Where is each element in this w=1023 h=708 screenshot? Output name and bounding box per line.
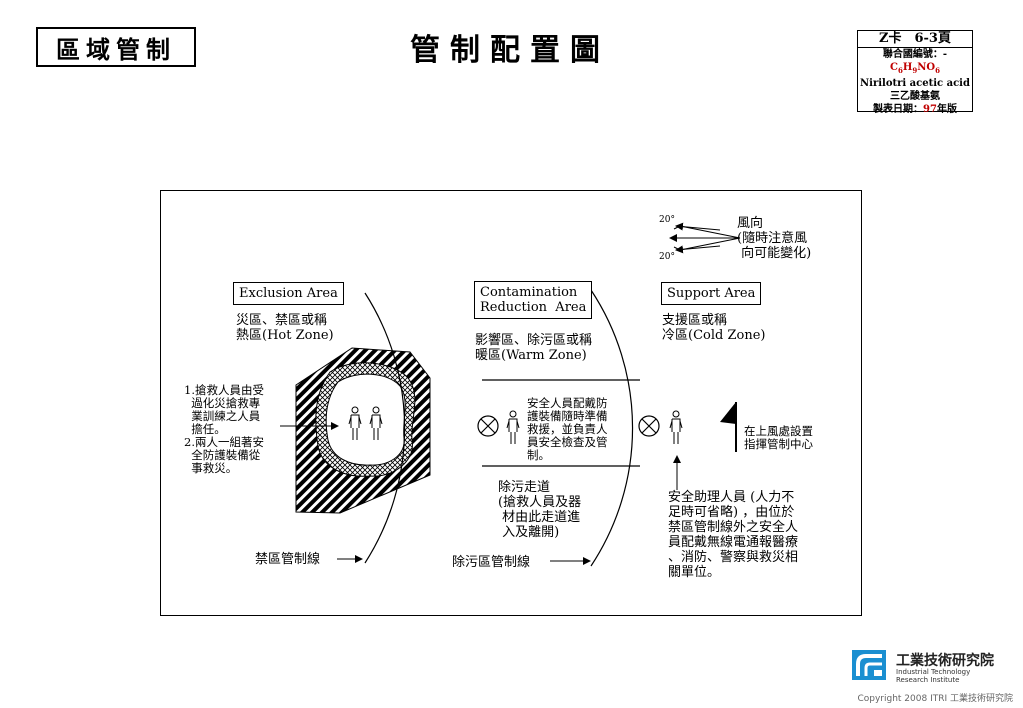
safety-note: 安全人員配戴防 護裝備隨時準備 救援，並負責人 員安全檢查及管 制。 [527,397,608,462]
wind-angle-top: 20° [659,214,675,227]
wind-arrows-icon [670,226,740,250]
org-name-en-1: Industrial Technology [896,668,970,676]
safety-person-icon [507,411,519,444]
support-area-desc: 支援區或稱 冷區(Cold Zone) [662,313,765,343]
assistant-person-icon [670,411,682,444]
hot-zone-core [326,374,405,465]
support-area-label: Support Area [661,282,761,305]
decon-line-label: 除污區管制線 [452,555,530,570]
org-name-en-2: Research Institute [896,676,970,684]
org-name-zh: 工業技術研究院 [896,650,994,670]
command-flag-icon [720,402,736,452]
assistant-note: 安全助理人員 (人力不 足時可省略) ，由位於 禁區管制線外之安全人 員配戴無線… [668,490,798,580]
wind-angle-bottom: 20° [659,251,675,264]
checkpoint-1 [478,416,498,436]
contamination-area-desc: 影響區、除污區或稱 暖區(Warm Zone) [475,333,592,363]
wind-label: 風向 (隨時注意風 向可能變化) [737,216,811,261]
exclusion-area-desc: 災區、禁區或稱 熱區(Hot Zone) [236,313,334,343]
flag-note: 在上風處設置 指揮管制中心 [744,425,813,451]
decon-path-note: 除污走道 (搶救人員及器 材由此走道進 入及離開) [498,480,581,540]
copyright: Copyright 2008 ITRI 工業技術研究院 [857,691,1013,704]
checkpoint-2 [639,416,659,436]
exclusion-area-label: Exclusion Area [233,282,344,305]
itri-logo-icon [852,650,886,680]
contamination-area-label: Contamination Reduction Area [474,281,592,319]
hot-line-label: 禁區管制線 [255,552,320,567]
rescuer-note: 1.搶救人員由受 過化災搶救專 業訓練之人員 擔任。 2.兩人一組著安 全防護裝… [184,384,264,475]
